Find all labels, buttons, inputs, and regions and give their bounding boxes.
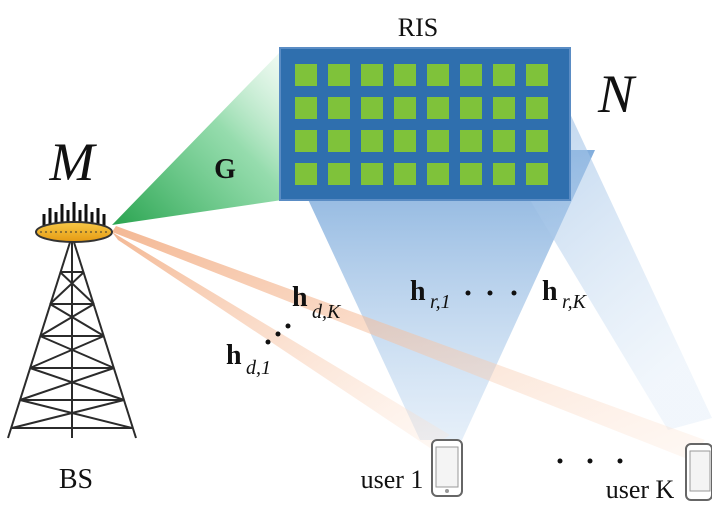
user-k-phone-icon bbox=[685, 443, 712, 501]
h-rk-label: h r,K bbox=[542, 276, 588, 313]
ris-element bbox=[526, 64, 548, 86]
ris-element bbox=[361, 64, 383, 86]
ris-element-grid bbox=[295, 64, 548, 185]
h-d1-base: h bbox=[226, 340, 242, 371]
h-d1-subscript: d,1 bbox=[246, 357, 271, 379]
ris-element bbox=[427, 64, 449, 86]
user-1-phone-icon bbox=[431, 439, 463, 497]
ris-element bbox=[526, 97, 548, 119]
beam-bs-to-ris bbox=[112, 50, 282, 225]
ris-element bbox=[460, 64, 482, 86]
ris-element bbox=[295, 163, 317, 185]
h-dk-label: h d,K bbox=[292, 282, 342, 323]
g-label: G bbox=[214, 154, 236, 185]
ris-element bbox=[526, 163, 548, 185]
beam-bs-to-user-k bbox=[112, 226, 705, 460]
ris-element bbox=[328, 64, 350, 86]
ris-element bbox=[394, 130, 416, 152]
ris-element bbox=[526, 130, 548, 152]
h-rk-base: h bbox=[542, 276, 558, 307]
beam-ris-to-user-1 bbox=[285, 150, 595, 440]
user-k-label: user K bbox=[606, 475, 675, 502]
bs-tower bbox=[7, 235, 137, 439]
ris-element bbox=[493, 163, 515, 185]
bs-antenna-array bbox=[35, 202, 113, 243]
ris-element bbox=[493, 64, 515, 86]
ris-element bbox=[394, 97, 416, 119]
h-dk-subscript: d,K bbox=[312, 301, 342, 323]
beam-bs-to-user-1 bbox=[112, 232, 450, 448]
h-d1-label: h d,1 bbox=[226, 340, 271, 379]
ris-panel bbox=[279, 47, 571, 201]
ris-element bbox=[493, 130, 515, 152]
ellipsis-hr bbox=[465, 290, 517, 296]
ris-element bbox=[394, 64, 416, 86]
ris-element bbox=[361, 163, 383, 185]
bs-to-user-beams bbox=[112, 226, 705, 460]
ris-element bbox=[295, 130, 317, 152]
ris-element bbox=[328, 130, 350, 152]
ris-element bbox=[328, 97, 350, 119]
ris-element bbox=[493, 97, 515, 119]
ris-element bbox=[328, 163, 350, 185]
ris-element bbox=[427, 130, 449, 152]
ris-element bbox=[460, 163, 482, 185]
ris-element bbox=[427, 163, 449, 185]
m-label: M bbox=[49, 132, 98, 192]
h-r1-label: h r,1 bbox=[410, 276, 451, 313]
ris-element bbox=[460, 130, 482, 152]
h-dk-base: h bbox=[292, 282, 308, 313]
ris-element bbox=[361, 130, 383, 152]
ris-element bbox=[295, 97, 317, 119]
ellipsis-users bbox=[557, 458, 623, 464]
ellipsis-hd bbox=[265, 323, 291, 345]
n-label: N bbox=[597, 64, 637, 124]
ris-element bbox=[427, 97, 449, 119]
ris-element bbox=[460, 97, 482, 119]
bs-label: BS bbox=[59, 464, 93, 495]
ris-element bbox=[394, 163, 416, 185]
ris-label: RIS bbox=[398, 13, 438, 42]
ris-element bbox=[295, 64, 317, 86]
h-r1-subscript: r,1 bbox=[430, 291, 451, 313]
h-rk-subscript: r,K bbox=[562, 291, 588, 313]
user-1-label: user 1 bbox=[361, 465, 424, 494]
h-r1-base: h bbox=[410, 276, 426, 307]
ris-element bbox=[361, 97, 383, 119]
